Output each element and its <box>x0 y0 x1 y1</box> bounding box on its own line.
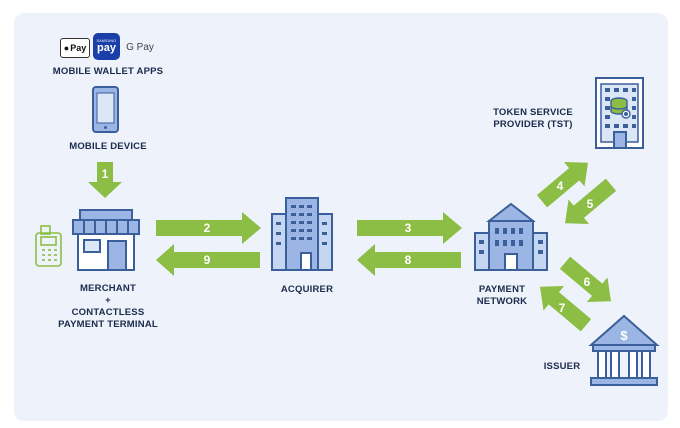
step-3-number: 3 <box>405 221 412 235</box>
merchant-label: MERCHANT + CONTACTLESS PAYMENT TERMINAL <box>38 283 178 331</box>
contactless-text: CONTACTLESS <box>71 307 145 318</box>
token-building-windows <box>605 88 636 128</box>
acquirer-building-icon <box>271 197 333 271</box>
apple-pay-text: Pay <box>70 43 87 53</box>
apple-pay-badge: ● Pay <box>60 38 90 58</box>
arrow-step-1 <box>88 162 122 198</box>
step-6-number: 6 <box>584 275 591 289</box>
step-9-number: 9 <box>204 253 211 267</box>
payment-network-building-icon <box>474 202 548 271</box>
mobile-phone-icon <box>92 86 119 133</box>
mobile-wallet-apps-label: MOBILE WALLET APPS <box>52 66 164 77</box>
step-4-number: 4 <box>557 179 564 193</box>
arrow-step-2 <box>156 212 261 244</box>
step-5-number: 5 <box>587 197 594 211</box>
arrow-step-3 <box>357 212 462 244</box>
payment-network-line2: NETWORK <box>476 296 528 307</box>
database-gear-icon <box>610 97 631 119</box>
step-8-number: 8 <box>405 253 412 267</box>
token-service-provider-label: TOKEN SERVICE PROVIDER (TST) <box>478 107 588 131</box>
payment-network-label: PAYMENT NETWORK <box>462 284 542 308</box>
arrow-step-4 <box>536 162 588 208</box>
apple-icon: ● <box>63 43 70 53</box>
payment-network-line1: PAYMENT <box>478 284 526 295</box>
arrow-step-6 <box>559 256 611 302</box>
arrow-step-8 <box>357 244 461 276</box>
acquirer-windows <box>276 205 327 245</box>
samsung-brand-text: SAMSUNG <box>96 39 117 43</box>
payment-terminal-text: PAYMENT TERMINAL <box>58 319 158 330</box>
arrow-step-5 <box>565 178 617 224</box>
step-2-number: 2 <box>204 221 211 235</box>
payment-network-windows <box>479 228 543 254</box>
google-pay-text: G Pay <box>126 41 154 53</box>
issuer-bank-icon <box>588 314 660 386</box>
step-1-number: 1 <box>102 167 109 181</box>
arrow-step-7 <box>540 286 592 332</box>
samsung-pay-badge: SAMSUNG pay <box>93 33 120 60</box>
merchant-store-icon <box>72 209 140 271</box>
mobile-device-label: MOBILE DEVICE <box>69 141 147 152</box>
google-pay-badge: G Pay <box>124 39 156 55</box>
payment-terminal-icon <box>35 225 62 267</box>
dollar-icon: $ <box>620 328 628 343</box>
step-7-number: 7 <box>559 301 566 315</box>
merchant-text: MERCHANT <box>80 283 136 294</box>
arrow-step-9 <box>156 244 260 276</box>
token-line1: TOKEN SERVICE <box>493 107 573 118</box>
samsung-pay-text: pay <box>97 42 116 54</box>
plus-text: + <box>105 295 111 306</box>
token-line2: PROVIDER (TST) <box>493 119 573 130</box>
issuer-label: ISSUER <box>543 361 581 372</box>
acquirer-label: ACQUIRER <box>280 284 334 295</box>
